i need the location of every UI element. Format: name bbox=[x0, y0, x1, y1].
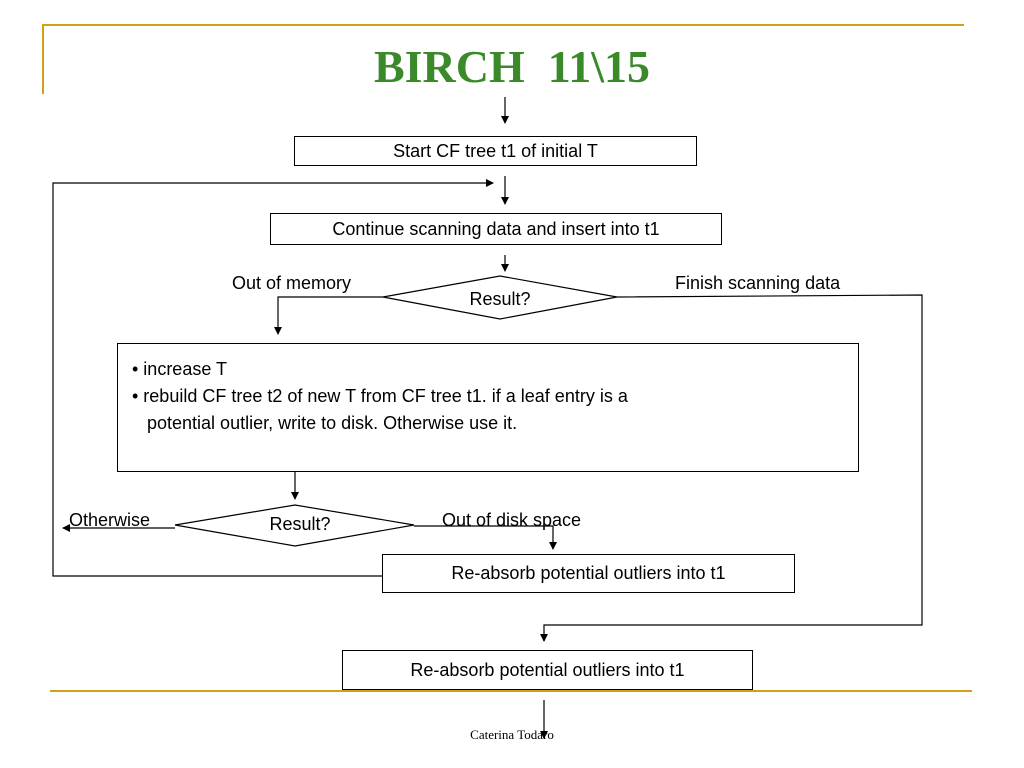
decision-diamond-1 bbox=[382, 275, 618, 320]
out-of-memory-label: Out of memory bbox=[232, 273, 352, 293]
rebuild-line-2: • rebuild CF tree t2 of new T from CF tr… bbox=[132, 386, 628, 406]
rebuild-line-1: • increase T bbox=[132, 359, 228, 379]
continue-scanning-box: Continue scanning data and insert into t… bbox=[270, 213, 722, 245]
slide-title: BIRCH 11\15 bbox=[373, 41, 651, 92]
finish-scanning-label: Finish scanning data bbox=[675, 273, 841, 293]
otherwise-label: Otherwise bbox=[69, 510, 151, 530]
arrow-decision-1-to-rebuild bbox=[274, 296, 383, 335]
arrow-loop-back bbox=[52, 179, 494, 577]
left-rule bbox=[42, 24, 44, 94]
arrow-decision-2-to-reabsorb bbox=[414, 525, 557, 550]
start-box: Start CF tree t1 of initial T bbox=[294, 136, 697, 166]
top-rule bbox=[42, 24, 964, 26]
reabsorb-box-2: Re-absorb potential outliers into t1 bbox=[342, 650, 753, 690]
rebuild-box: • increase T • rebuild CF tree t2 of new… bbox=[117, 343, 859, 472]
out-of-disk-space-label: Out of disk space bbox=[442, 510, 582, 530]
rebuild-line-3: potential outlier, write to disk. Otherw… bbox=[147, 413, 518, 433]
reabsorb-box-1: Re-absorb potential outliers into t1 bbox=[382, 554, 795, 593]
decision-1-label: Result? bbox=[469, 289, 531, 309]
footer-author: Caterina Todaro bbox=[470, 727, 554, 742]
bottom-rule bbox=[50, 690, 972, 692]
decision-2-label: Result? bbox=[269, 514, 331, 534]
arrow-decision-1-to-final bbox=[540, 294, 923, 642]
decision-diamond-2 bbox=[174, 504, 415, 547]
